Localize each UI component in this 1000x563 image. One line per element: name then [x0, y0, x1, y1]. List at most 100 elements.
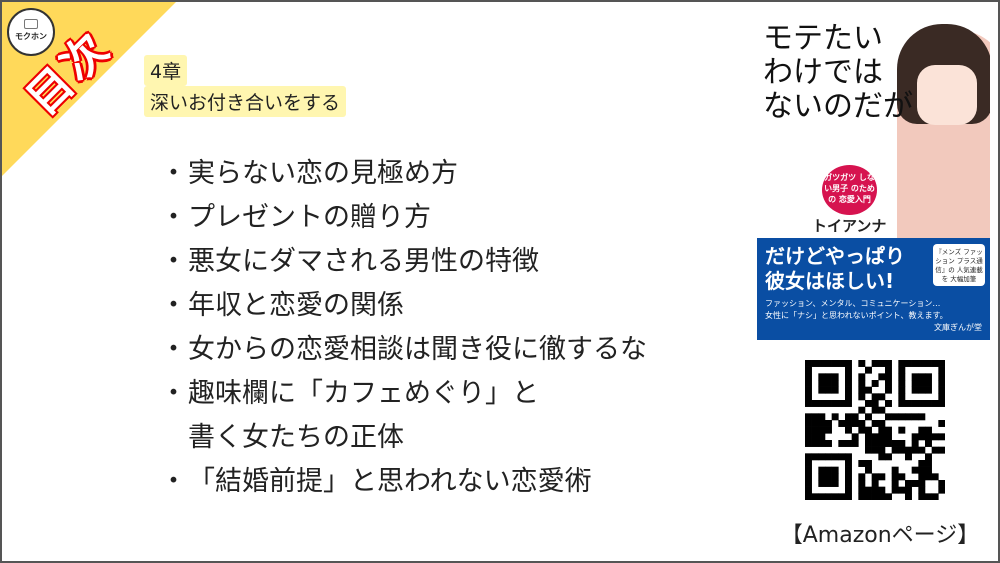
qr-module	[805, 400, 812, 407]
contents-list: 実らない恋の見極め方 プレゼントの贈り方 悪女にダマされる男性の特徴 年収と恋愛…	[160, 152, 647, 504]
qr-module	[851, 420, 859, 427]
qr-module	[918, 480, 926, 487]
cover-badge: ガツガツ しない男子 のための 恋愛入門	[822, 165, 877, 215]
qr-module	[845, 486, 852, 494]
qr-module	[818, 453, 826, 461]
qr-module	[885, 453, 892, 461]
qr-module	[838, 493, 846, 500]
qr-module	[831, 413, 839, 421]
qr-module	[925, 360, 932, 367]
qr-module	[911, 480, 919, 487]
qr-module	[898, 486, 906, 494]
qr-module	[878, 406, 886, 414]
qr-module	[851, 413, 859, 421]
qr-module	[911, 466, 919, 474]
qr-module	[825, 453, 832, 461]
qr-module	[885, 360, 892, 367]
qr-module	[871, 493, 879, 500]
qr-module	[865, 440, 872, 447]
title-line: わけでは	[763, 55, 883, 90]
qr-module	[878, 493, 886, 500]
qr-module	[825, 380, 832, 387]
qr-module	[931, 400, 939, 407]
qr-module	[865, 413, 872, 421]
qr-module	[811, 420, 819, 427]
qr-module	[818, 380, 826, 387]
qr-module	[865, 426, 872, 434]
qr-module	[905, 493, 912, 500]
qr-module	[845, 440, 852, 447]
book-cover[interactable]: モテたい わけでは ないのだが ガツガツ しない男子 のための 恋愛入門 トイア…	[757, 10, 990, 340]
qr-module	[818, 493, 826, 500]
qr-module	[805, 393, 812, 401]
qr-module	[845, 420, 852, 427]
qr-module	[931, 446, 939, 454]
qr-module	[805, 473, 812, 481]
qr-module	[811, 400, 819, 407]
qr-module	[865, 486, 872, 494]
list-item: 悪女にダマされる男性の特徴	[160, 240, 647, 284]
qr-module	[805, 480, 812, 487]
qr-module	[918, 360, 926, 367]
qr-module	[825, 480, 832, 487]
qr-module	[845, 380, 852, 387]
qr-module	[938, 486, 945, 494]
qr-module	[891, 486, 899, 494]
qr-module	[865, 366, 872, 374]
qr-module	[885, 400, 892, 407]
qr-module	[805, 486, 812, 494]
qr-module	[865, 466, 872, 474]
qr-module	[898, 400, 906, 407]
qr-module	[805, 453, 812, 461]
qr-module	[858, 373, 866, 381]
qr-module	[865, 493, 872, 500]
qr-module	[858, 386, 866, 394]
qr-module	[858, 460, 866, 467]
qr-module	[825, 400, 832, 407]
tagline: だけどやっぱり	[765, 244, 905, 268]
qr-module	[898, 380, 906, 387]
qr-module	[925, 433, 932, 441]
qr-module	[858, 473, 866, 481]
qr-module	[938, 366, 945, 374]
qr-module	[925, 493, 932, 500]
qr-module	[938, 386, 945, 394]
qr-module	[865, 400, 872, 407]
qr-module	[805, 420, 812, 427]
qr-module	[831, 453, 839, 461]
qr-code[interactable]	[805, 360, 945, 500]
amazon-link[interactable]: 【Amazonページ】	[780, 523, 980, 548]
qr-module	[918, 473, 926, 481]
qr-module	[878, 373, 886, 381]
qr-module	[925, 373, 932, 381]
qr-module	[818, 360, 826, 367]
qr-module	[918, 380, 926, 387]
logo-text: モクホン	[15, 32, 47, 41]
qr-module	[805, 380, 812, 387]
qr-module	[911, 386, 919, 394]
qr-module	[845, 413, 852, 421]
qr-module	[805, 466, 812, 474]
qr-module	[891, 446, 899, 454]
qr-module	[805, 373, 812, 381]
qr-module	[885, 426, 892, 434]
qr-module	[918, 446, 926, 454]
qr-module	[858, 420, 866, 427]
qr-module	[858, 493, 866, 500]
mokuhon-logo[interactable]: モクホン	[7, 8, 55, 56]
qr-module	[818, 480, 826, 487]
qr-module	[925, 380, 932, 387]
qr-module	[871, 480, 879, 487]
cover-band: だけどやっぱり 彼女はほしい! ファッション、メンタル、コミュニケーション… 女…	[757, 238, 990, 340]
qr-module	[938, 373, 945, 381]
qr-module	[818, 466, 826, 474]
qr-module	[911, 400, 919, 407]
list-item: 年収と恋愛の関係	[160, 284, 647, 328]
qr-module	[805, 440, 812, 447]
qr-module	[831, 473, 839, 481]
qr-module	[918, 466, 926, 474]
qr-module	[871, 420, 879, 427]
qr-module	[818, 413, 826, 421]
qr-module	[911, 373, 919, 381]
qr-module	[911, 413, 919, 421]
